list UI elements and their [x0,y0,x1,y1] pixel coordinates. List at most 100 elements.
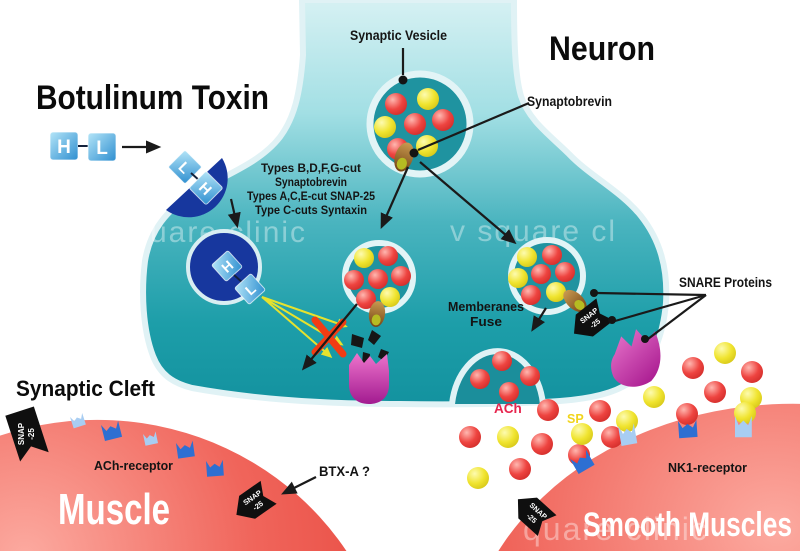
botulinum-toxin-title: Botulinum Toxin [36,79,269,117]
watermark-layer: uare clinic v square cl quare clinic [150,215,709,547]
pointer-dots [398,75,649,343]
watermark-bottom: quare clinic [523,511,709,547]
fuse-line: Fuse [470,314,502,329]
synaptic-vesicle-label: Synaptic Vesicle [350,27,447,43]
fusion-arrow [531,307,547,332]
red-molecule-dot [676,403,698,425]
nk1-receptor-icon [618,423,638,446]
l-letter: L [96,138,108,159]
neurotransmitter-dots [459,342,763,489]
membranes-fuse-label: Memberanes Fuse [448,299,524,329]
blocked-release-arrow [301,303,358,371]
synaptic-vesicle-middle [342,240,416,314]
cut-types-line2: Synaptobrevin [275,177,347,189]
red-molecule-dot [509,458,531,480]
ach-receptor-label: ACh-receptor [94,459,173,473]
yellow-molecule-dot [354,248,374,268]
red-molecule-dot [356,289,376,309]
red-molecule-dot [542,245,562,265]
endocytosis-arrow [227,198,241,229]
red-molecule-dot [404,113,426,135]
ach-receptor-icon [176,440,195,459]
vesicle-transport-arrow-left [380,166,410,230]
yellow-molecule-dot [616,410,638,432]
red-molecule-dot [470,369,490,389]
toxin-cut-types-text: Types B,D,F,G-cut Synaptobrevin Types A,… [247,163,376,217]
synaptic-vesicle-top [366,70,474,178]
snare-pointer-1 [596,291,707,297]
red-molecule-dot [368,269,388,289]
red-molecule-dot [432,109,454,131]
yellow-molecule-dot [643,386,665,408]
toxin-binding-h-block: H [189,171,223,205]
yellow-molecule-dot [508,268,528,288]
yellow-molecule-dot [734,402,756,424]
yellow-molecule-dot [374,116,396,138]
sp-label: SP [567,412,584,426]
nk1-receptor-icon [570,449,595,474]
yellow-molecule-dot [546,282,566,302]
btxa-pointer-arrow [281,476,317,495]
synaptobrevin-protein-middle [368,301,386,327]
yellow-molecule-dot [714,342,736,364]
red-molecule-dot [521,285,541,305]
endosome-l-block: L [234,273,266,305]
yellow-molecule-dot [467,467,489,489]
synaptobrevin-label: Synaptobrevin [527,94,612,109]
red-molecule-dot [378,246,398,266]
synaptobrevin-protein-top [394,142,414,172]
btxa-label: BTX-A ? [319,463,370,479]
red-molecule-dot [344,270,364,290]
endosome-h-block: H [211,250,243,282]
red-molecule-dot [499,382,519,402]
snap25-protein-smooth: SNAP -25 [517,497,557,536]
nk1-receptor-label: NK1-receptor [668,461,747,475]
syntaxin-receptor-cup [349,353,389,404]
membrane-fusion-dome [449,348,546,405]
membranes-line: Memberanes [448,299,524,314]
red-molecule-dot [531,264,551,284]
yellow-molecule-dot [571,423,593,445]
red-molecule-dot [391,266,411,286]
cut-types-line1: Types B,D,F,G-cut [261,163,361,175]
h-letter: H [57,137,71,158]
snare-proteins-label: SNARE Proteins [679,274,772,290]
red-molecule-dot [601,426,623,448]
red-molecule-dot [704,381,726,403]
arrow-lines [122,48,707,495]
yellow-molecule-dot [380,287,400,307]
snap25-protein-neuron: SNAP -25 [573,298,614,337]
toxin-l-block: L [87,132,117,162]
snap25-protein-btxa: SNAP -25 [236,480,277,519]
smooth-muscles-label: Smooth Muscles [583,506,792,544]
neuron-title: Neuron [549,30,655,68]
snare-pointer-2 [614,293,707,323]
red-molecule-dot [385,93,407,115]
receptor-layer [70,413,752,477]
red-molecule-dot [531,433,553,455]
snap25-ribbon-cleft: SNAP -25 [5,406,49,462]
red-molecule-dot [682,357,704,379]
red-molecule-dot [492,351,512,371]
ach-receptor-icon [206,459,224,477]
vesicle-transport-arrow-right [419,161,517,245]
ach-label: ACh [494,401,522,416]
red-molecule-dot [589,400,611,422]
snare-pointer-3 [647,294,707,340]
red-molecule-dot [555,262,575,282]
ach-receptor-icon [143,431,159,446]
red-molecule-dot [741,361,763,383]
snap25-text: -25 [27,428,36,440]
nk1-receptor-icon [735,416,752,438]
syntaxin-protein-tulip [611,329,661,387]
synaptic-cleft-label: Synaptic Cleft [16,376,156,401]
ach-receptor-icon [101,420,123,442]
snap-text: SNAP [17,422,26,445]
yellow-molecule-dot [517,247,537,267]
red-molecule-dot [520,366,540,386]
yellow-molecule-dot [417,88,439,110]
red-molecule-dot [537,399,559,421]
cut-types-line4: Type C-cuts Syntaxin [255,205,367,217]
